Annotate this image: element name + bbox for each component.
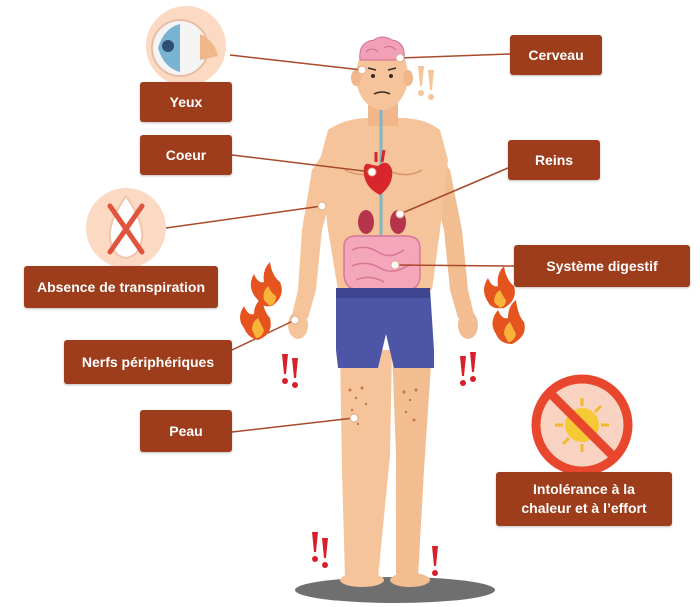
left-leg [340, 350, 392, 578]
label-cerveau: Cerveau [510, 35, 602, 75]
label-yeux-text: Yeux [170, 93, 203, 112]
label-peau: Peau [140, 410, 232, 452]
label-transpiration-text: Absence de transpiration [37, 278, 205, 297]
exclamation-icon [312, 532, 328, 568]
right-ear [403, 70, 413, 86]
label-reins: Reins [508, 140, 600, 180]
label-intolerance-line2: chaleur et à l’effort [521, 499, 646, 518]
intestines [344, 236, 420, 290]
label-digestif: Système digestif [514, 245, 690, 287]
exclamation-icon [460, 352, 476, 386]
right-foot [390, 573, 430, 587]
right-hand [458, 311, 478, 339]
crossed-out-sweat-drop-icon [86, 188, 166, 268]
label-yeux: Yeux [140, 82, 232, 122]
left-hand [288, 311, 308, 339]
left-foot [340, 573, 384, 587]
label-cerveau-text: Cerveau [528, 46, 583, 65]
label-nerfs-text: Nerfs périphériques [82, 353, 214, 372]
label-coeur: Coeur [140, 135, 232, 175]
exclamation-icon [432, 546, 438, 576]
label-coeur-text: Coeur [166, 146, 206, 165]
label-nerfs: Nerfs périphériques [64, 340, 232, 384]
eye-icon [146, 6, 226, 86]
label-reins-text: Reins [535, 151, 573, 170]
flame-icon [240, 262, 282, 340]
right-leg [392, 350, 432, 578]
human-figure [288, 37, 478, 587]
exclamation-icon [418, 66, 434, 100]
label-digestif-text: Système digestif [546, 257, 657, 276]
label-peau-text: Peau [169, 422, 202, 441]
label-transpiration: Absence de transpiration [24, 266, 218, 308]
no-sun-icon [536, 379, 628, 471]
exclamation-icon [282, 354, 298, 388]
label-intolerance-line1: Intolérance à la [533, 480, 635, 499]
left-kidney [358, 210, 374, 234]
label-intolerance: Intolérance à la chaleur et à l’effort [496, 472, 672, 526]
